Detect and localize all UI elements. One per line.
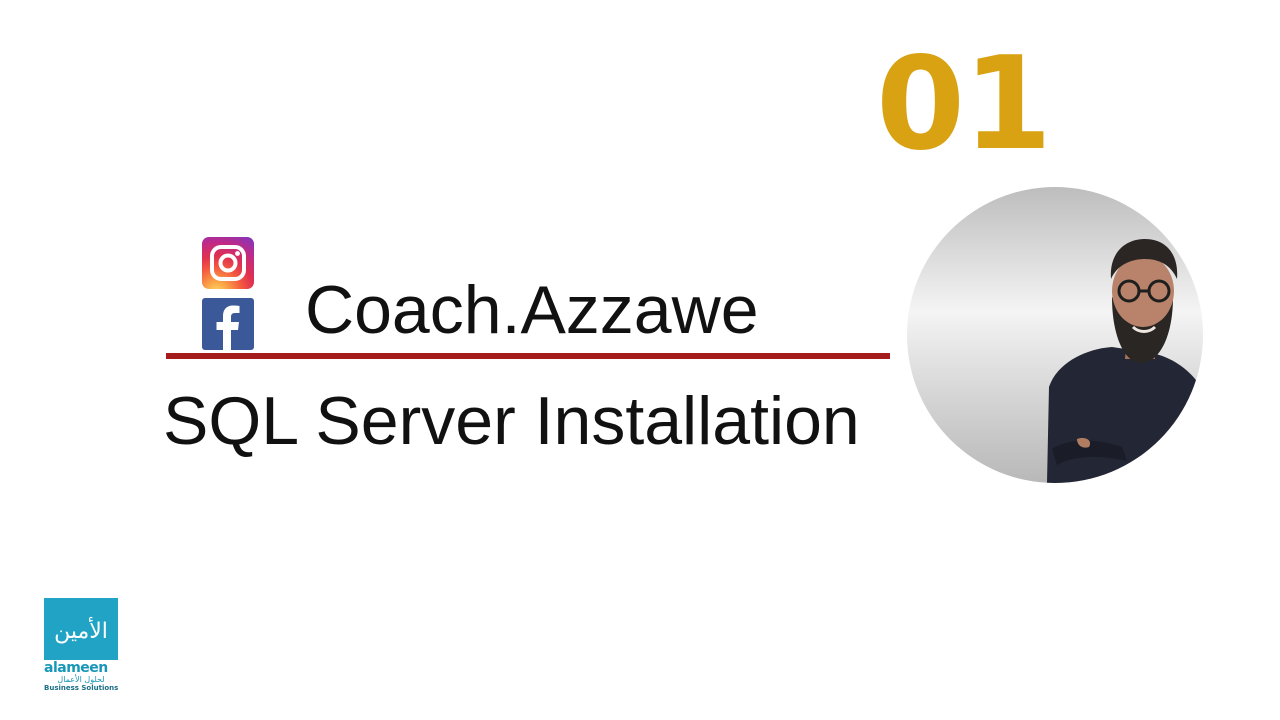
title-divider	[166, 353, 890, 359]
presenter-portrait	[907, 187, 1203, 483]
brand-arabic-tagline: لحلول الأعمال	[57, 675, 105, 684]
alameen-logo: الأمين alameen لحلول الأعمال Business So…	[44, 598, 120, 693]
coach-handle: Coach.Azzawe	[305, 272, 759, 348]
episode-number: 01	[876, 30, 1052, 179]
brand-tagline: Business Solutions	[44, 684, 119, 692]
course-title: SQL Server Installation	[163, 383, 860, 459]
instagram-icon	[202, 237, 254, 289]
alameen-logo-mark: الأمين	[44, 598, 118, 660]
brand-name: alameen	[44, 660, 108, 676]
facebook-icon	[202, 298, 254, 350]
brand-arabic-name: الأمين	[54, 617, 108, 644]
